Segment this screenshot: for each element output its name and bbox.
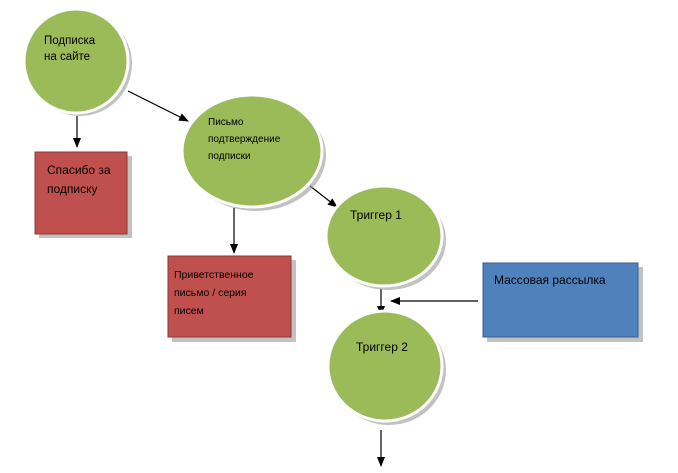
node-trigger2-circle [326,309,444,423]
arrow-subscription-to-confirmation [127,90,189,122]
node-thanks-box [34,151,128,235]
node-mass-mailing-box [482,262,639,338]
node-thanks: Спасибо за подписку [34,151,132,238]
connectors [73,90,478,467]
node-thanks-label: Спасибо за подписку [47,163,114,196]
node-welcome: Приветственное письмо / серия писем [167,255,296,342]
node-confirmation: Письмо подтверждение подписки [180,93,326,211]
node-welcome-box [167,255,292,338]
node-subscription: Подписка на сайте [22,7,132,116]
node-subscription-circle [22,7,130,115]
node-trigger2-label: Триггер 2 [356,340,408,354]
node-trigger1: Триггер 1 [324,184,446,290]
node-subscription-label: Подписка на сайте [44,35,98,63]
node-confirmation-circle [180,93,324,209]
node-trigger1-circle [324,184,444,288]
node-mass-mailing: Массовая рассылка [482,262,643,342]
node-trigger2: Триггер 2 [326,309,446,425]
node-confirmation-label: Письмо подтверждение подписки [208,117,283,162]
node-trigger1-label: Триггер 1 [350,208,402,222]
node-welcome-label: Приветственное письмо / серия писем [174,269,256,317]
node-mass-mailing-label: Массовая рассылка [494,273,606,287]
arrow-confirmation-to-trigger1 [309,185,338,208]
